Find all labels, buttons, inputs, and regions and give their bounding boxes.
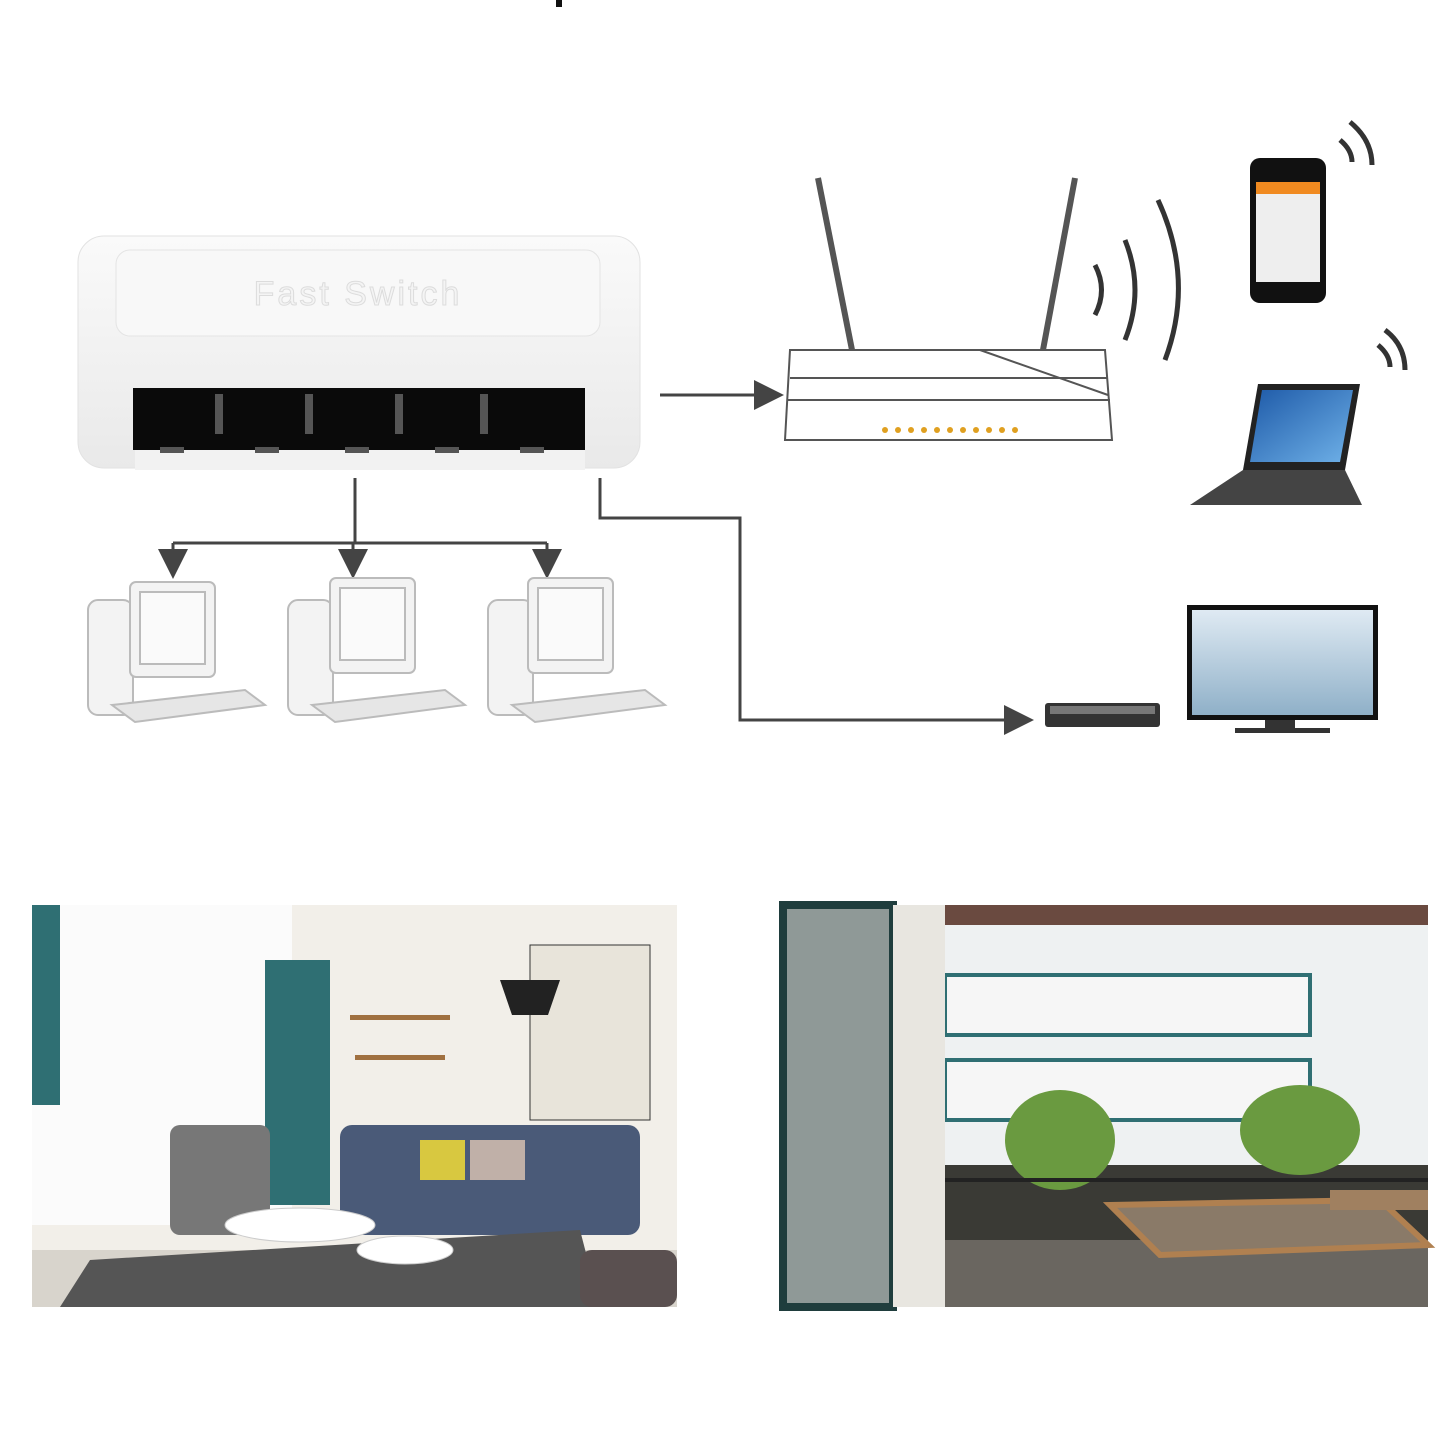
laptop (1190, 384, 1362, 505)
tv (1187, 605, 1378, 733)
antenna-left (815, 177, 855, 351)
router-leds (882, 427, 1018, 433)
living-room-photo (32, 905, 677, 1307)
port-block (133, 388, 585, 450)
fast-switch: Fast Switch (77, 235, 641, 470)
desktop-pc (87, 581, 268, 724)
set-top-box (1045, 703, 1160, 727)
switch-label: Fast Switch (254, 275, 463, 313)
smartphone (1250, 158, 1326, 303)
ethernet-ports (160, 394, 544, 453)
desktop-pc (287, 577, 468, 724)
desktop-pc (487, 577, 668, 724)
antenna-right (1040, 177, 1078, 351)
arrow-to-set-top-box (598, 478, 1034, 735)
title-remnant (556, 0, 562, 7)
wireless-router (783, 177, 1114, 441)
wifi-signal-icon (1092, 120, 1408, 371)
connections (158, 380, 1034, 735)
office-photo (779, 901, 1436, 1311)
